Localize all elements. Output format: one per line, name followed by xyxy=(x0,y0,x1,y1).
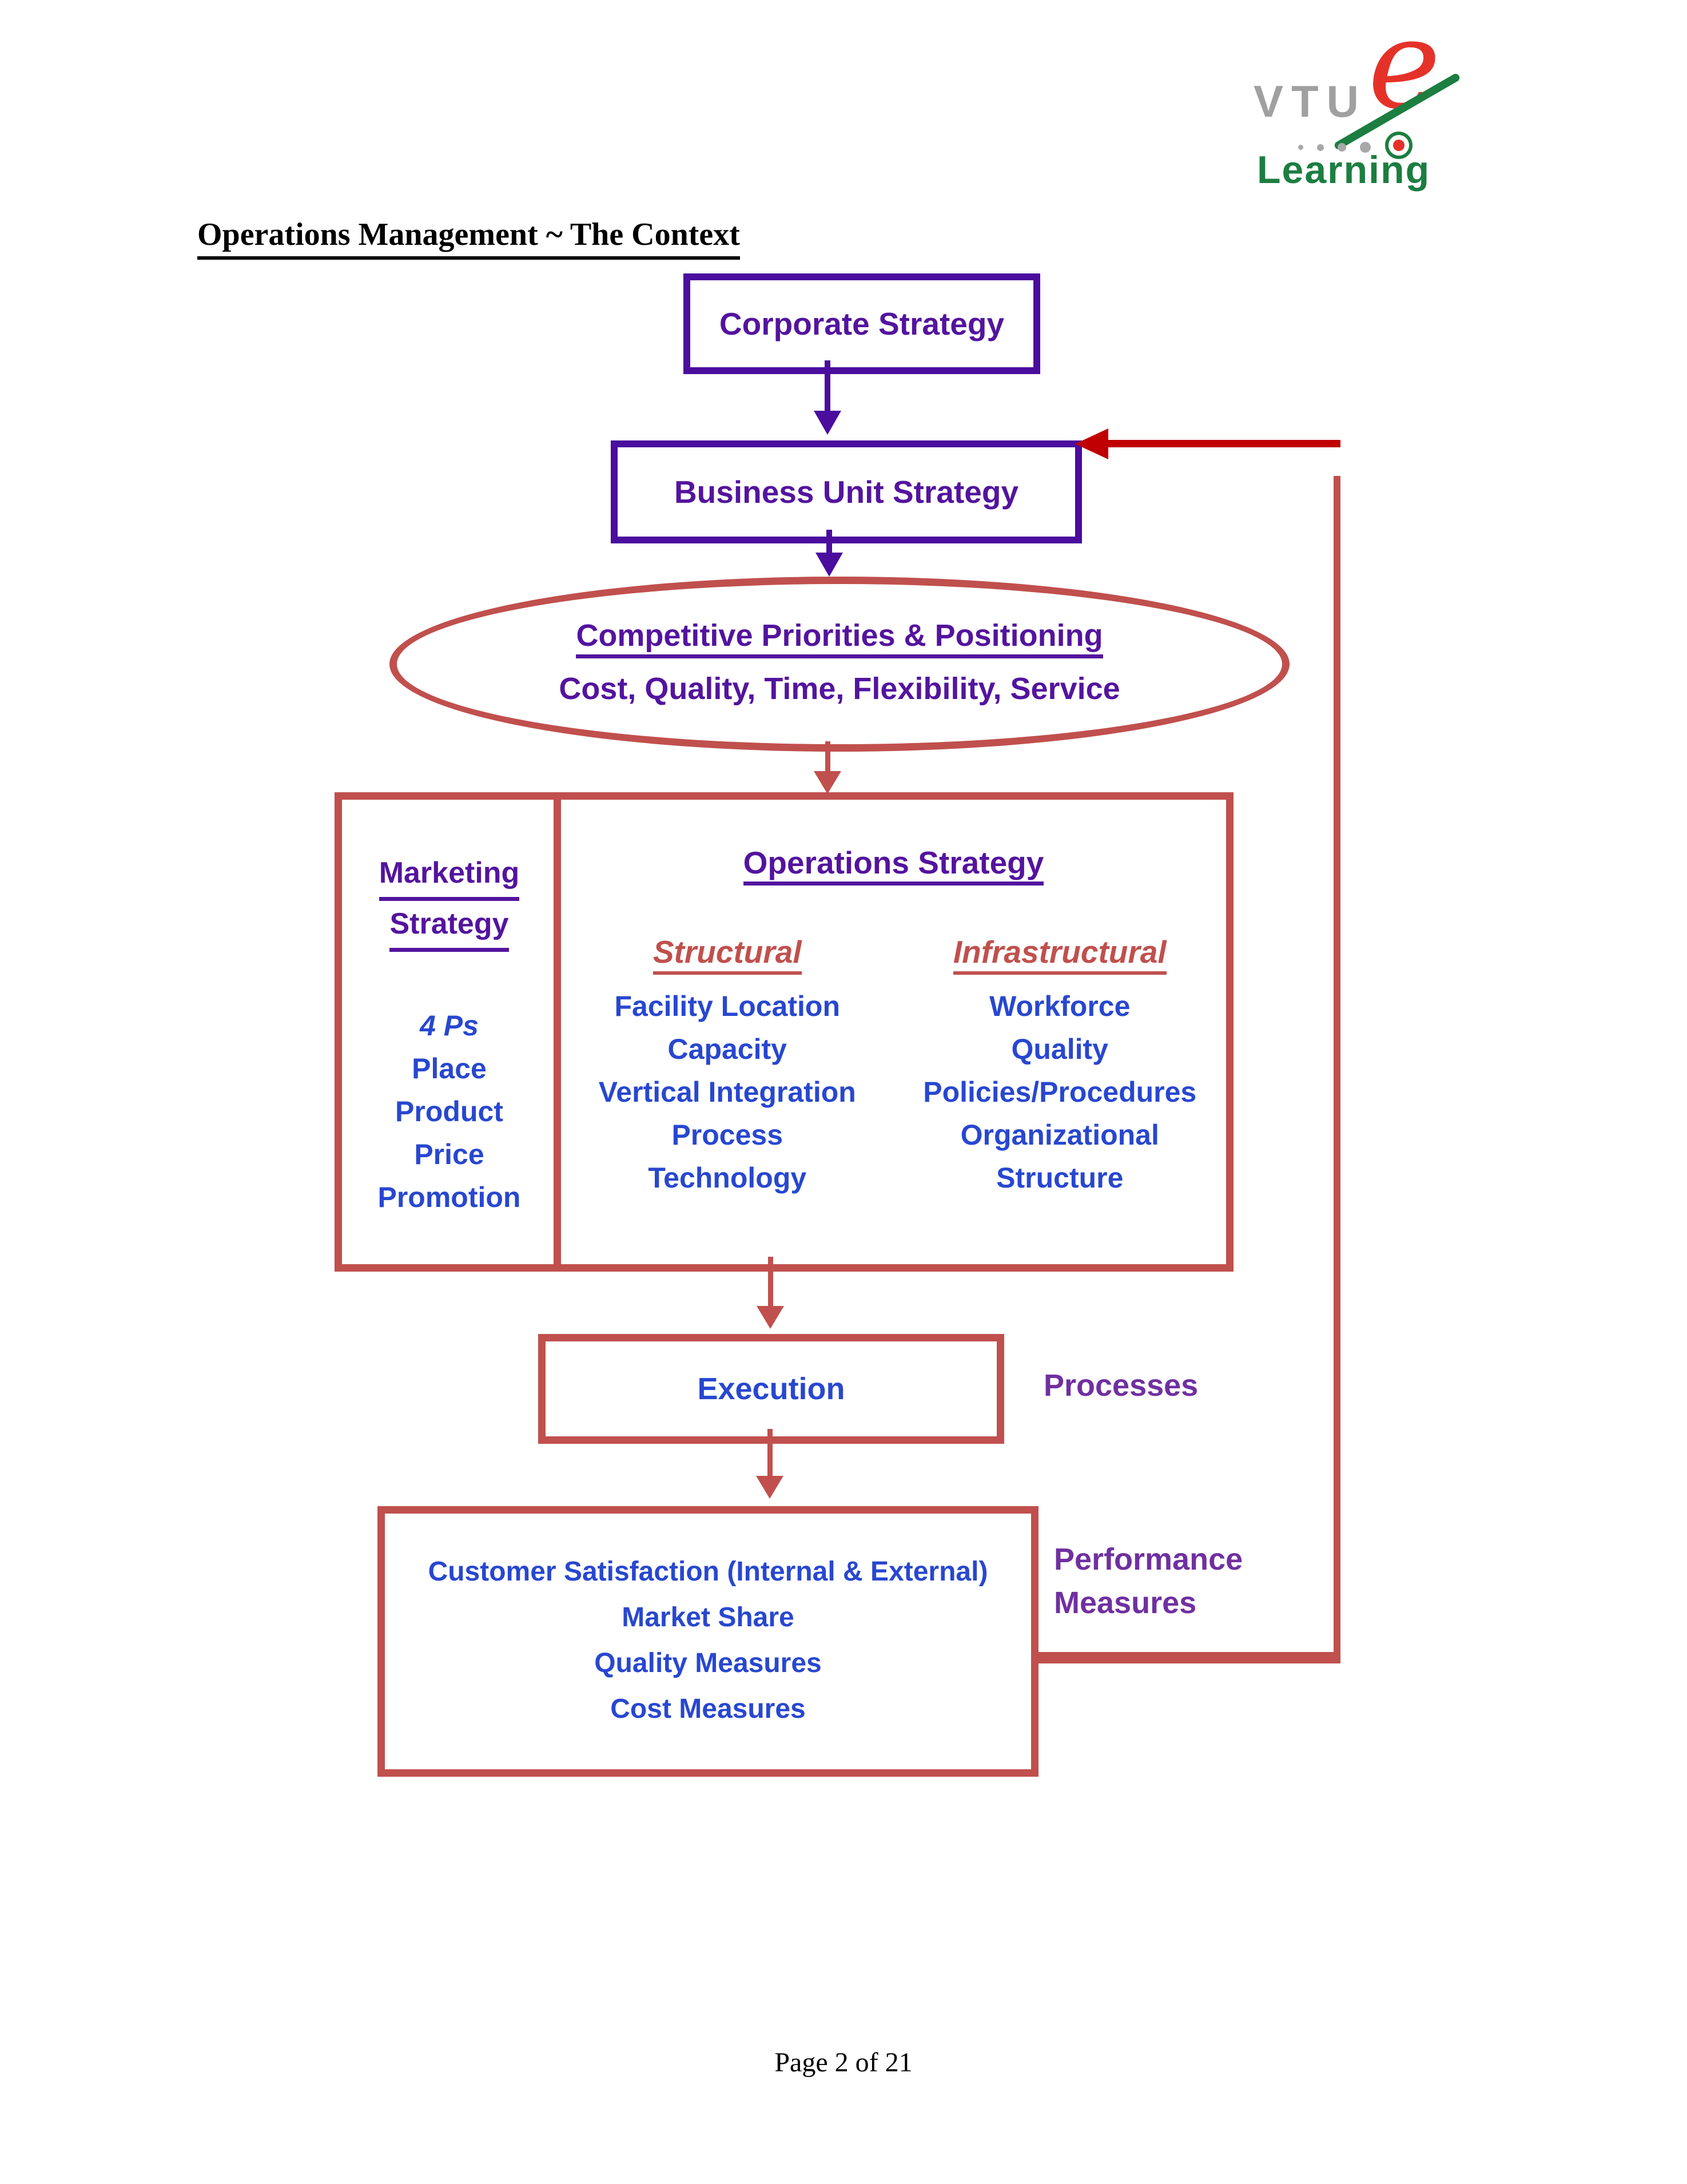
structural-item: Process xyxy=(671,1119,783,1151)
processes-label: Processes xyxy=(1044,1368,1199,1403)
structural-item: Capacity xyxy=(667,1033,787,1065)
performance-label-line2: Measures xyxy=(1054,1586,1197,1620)
arrow-strategy-to-execution-line xyxy=(768,1257,773,1307)
vtu-elearning-logo: VTU e Learning xyxy=(1241,3,1487,194)
marketing-item: Price xyxy=(414,1138,484,1170)
marketing-item: Place xyxy=(412,1053,487,1085)
arrow-corporate-to-business-line xyxy=(825,360,830,412)
infrastructural-item: Organizational xyxy=(960,1119,1159,1151)
customer-line: Cost Measures xyxy=(610,1694,806,1724)
marketing-strategy-panel: Marketing Strategy 4 Ps Place Product Pr… xyxy=(335,792,564,1272)
infrastructural-item: Workforce xyxy=(989,990,1131,1022)
arrow-business-to-priorities-head xyxy=(815,553,843,577)
feedback-arrow-line xyxy=(1107,440,1340,447)
logo-target-icon xyxy=(1385,132,1413,159)
competitive-priorities-ellipse: Competitive Priorities & Positioning Cos… xyxy=(389,577,1290,752)
arrow-priorities-to-strategy-line xyxy=(825,741,830,772)
operations-strategy-title: Operations Strategy xyxy=(743,845,1044,885)
feedback-line-vertical xyxy=(1334,476,1340,1663)
structural-item: Facility Location xyxy=(614,990,840,1022)
logo-vtu-text: VTU xyxy=(1254,76,1367,126)
infrastructural-header: Infrastructural xyxy=(953,934,1167,975)
structural-items-list: Facility Location Capacity Vertical Inte… xyxy=(561,985,894,1200)
operations-strategy-panel: Operations Strategy Structural Facility … xyxy=(554,792,1234,1272)
structural-header: Structural xyxy=(652,934,802,975)
marketing-items-list: 4 Ps Place Product Price Promotion xyxy=(342,1004,556,1219)
arrow-execution-to-customer-line xyxy=(767,1429,773,1477)
marketing-heading-line1: Marketing xyxy=(379,850,520,901)
infrastructural-item: Policies/Procedures xyxy=(923,1076,1197,1108)
business-unit-strategy-box: Business Unit Strategy xyxy=(611,440,1082,543)
infrastructural-item: Structure xyxy=(996,1162,1124,1194)
arrow-priorities-to-strategy-head xyxy=(814,771,841,794)
page-number: Page 2 of 21 xyxy=(774,2047,913,2078)
performance-label-line1: Performance xyxy=(1054,1542,1243,1577)
arrow-business-to-priorities-line xyxy=(826,530,832,555)
marketing-item: Promotion xyxy=(377,1181,521,1213)
competitive-priorities-title: Competitive Priorities & Positioning xyxy=(576,618,1103,658)
marketing-item: 4 Ps xyxy=(420,1010,479,1042)
feedback-line-bottom xyxy=(1025,1652,1340,1663)
performance-measures-label: Performance Measures xyxy=(1054,1538,1243,1625)
execution-label: Execution xyxy=(697,1372,845,1406)
customer-satisfaction-lines: Customer Satisfaction (Internal & Extern… xyxy=(385,1549,1031,1732)
customer-line: Market Share xyxy=(622,1602,794,1633)
marketing-heading-line2: Strategy xyxy=(389,901,509,952)
business-unit-strategy-label: Business Unit Strategy xyxy=(674,474,1019,510)
structural-column: Structural Facility Location Capacity Ve… xyxy=(561,934,894,1200)
marketing-strategy-heading: Marketing Strategy xyxy=(342,850,556,952)
structural-item: Vertical Integration xyxy=(598,1076,856,1108)
arrow-strategy-to-execution-head xyxy=(757,1306,784,1329)
customer-line: Quality Measures xyxy=(594,1648,822,1678)
competitive-priorities-items: Cost, Quality, Time, Flexibility, Servic… xyxy=(559,671,1120,706)
marketing-item: Product xyxy=(395,1095,503,1127)
arrow-corporate-to-business-head xyxy=(814,411,841,435)
operations-strategy-heading: Operations Strategy xyxy=(561,844,1226,885)
arrow-execution-to-customer-head xyxy=(756,1476,783,1499)
infrastructural-items-list: Workforce Quality Policies/Procedures Or… xyxy=(894,985,1227,1200)
logo-dots-icon xyxy=(1298,142,1371,153)
infrastructural-column: Infrastructural Workforce Quality Polici… xyxy=(894,934,1227,1200)
corporate-strategy-label: Corporate Strategy xyxy=(719,306,1005,342)
execution-box: Execution xyxy=(538,1334,1004,1444)
logo-learning-text: Learning xyxy=(1257,148,1431,192)
customer-line: Customer Satisfaction (Internal & Extern… xyxy=(428,1556,988,1587)
feedback-arrow-head xyxy=(1075,428,1108,459)
structural-item: Technology xyxy=(648,1162,807,1194)
corporate-strategy-box: Corporate Strategy xyxy=(683,273,1040,374)
operations-columns: Structural Facility Location Capacity Ve… xyxy=(561,934,1226,1200)
customer-satisfaction-box: Customer Satisfaction (Internal & Extern… xyxy=(377,1506,1039,1777)
infrastructural-item: Quality xyxy=(1011,1033,1108,1065)
page-title: Operations Management ~ The Context xyxy=(197,216,740,260)
